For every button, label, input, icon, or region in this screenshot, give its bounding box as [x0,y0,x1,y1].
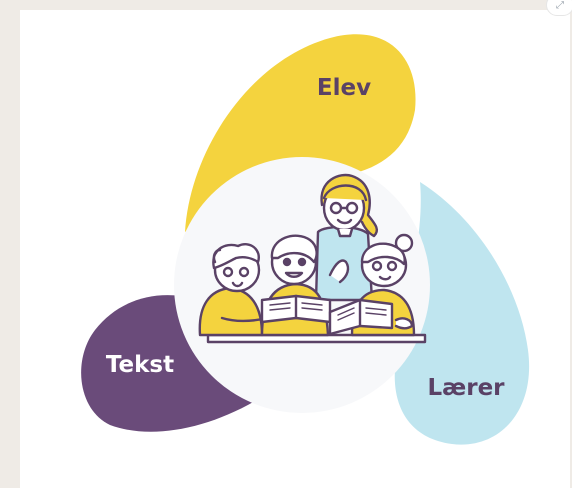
laerer-label: Lærer [427,375,505,401]
tekst-label: Tekst [106,352,174,378]
expand-button[interactable]: ⤢ [546,0,572,16]
elev-label: Elev [317,75,371,101]
expand-icon: ⤢ [556,0,564,11]
teacher-and-students-reading-illustration [198,173,427,344]
laerer-petal [394,182,530,445]
